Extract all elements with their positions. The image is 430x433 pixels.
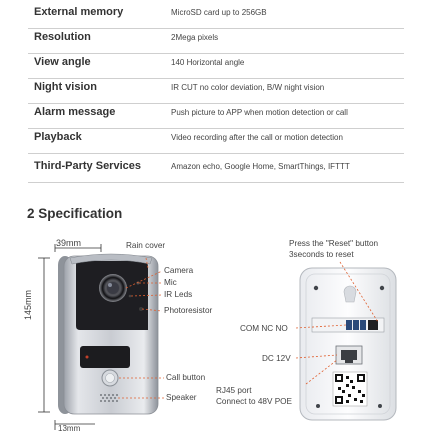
front-leader-lines bbox=[118, 257, 164, 399]
spec-row: Alarm message Push picture to APP when m… bbox=[28, 103, 404, 129]
spec-value: IR CUT no color deviation, B/W night vis… bbox=[171, 83, 325, 92]
call-button-label: Call button bbox=[166, 373, 206, 382]
spec-row: Night vision IR CUT no color deviation, … bbox=[28, 78, 404, 104]
rj45-port-label: RJ45 port bbox=[216, 386, 252, 395]
spec-row: Third-Party Services Amazon echo, Google… bbox=[28, 155, 404, 183]
doorbell-front bbox=[58, 253, 159, 415]
height-dimension: 145mm bbox=[23, 289, 33, 320]
spec-label: Alarm message bbox=[34, 106, 116, 118]
doorbell-back bbox=[299, 267, 397, 421]
spec-row: Resolution 2Mega pixels bbox=[28, 28, 404, 54]
reset-instruction: Press the "Reset" button bbox=[289, 239, 379, 248]
spec-value: 2Mega pixels bbox=[171, 33, 219, 42]
spec-label: Third-Party Services bbox=[34, 160, 141, 172]
spec-value: Amazon echo, Google Home, SmartThings, I… bbox=[171, 162, 350, 171]
depth-dimension: 13mm bbox=[58, 424, 81, 433]
camera-label: Camera bbox=[164, 266, 194, 275]
spec-row: Playback Video recording after the call … bbox=[28, 128, 404, 154]
mic-label: Mic bbox=[164, 278, 177, 287]
spec-label: External memory bbox=[34, 6, 124, 18]
spec-label: View angle bbox=[34, 56, 91, 68]
spec-value: MicroSD card up to 256GB bbox=[171, 8, 267, 17]
ir-leds-label: IR Leds bbox=[164, 290, 193, 299]
dc12v-label: DC 12V bbox=[262, 354, 291, 363]
speaker-label: Speaker bbox=[166, 393, 197, 402]
width-dimension: 39mm bbox=[56, 238, 82, 248]
rain-cover-label: Rain cover bbox=[126, 241, 166, 250]
reset-duration: 3seconds to reset bbox=[289, 250, 354, 259]
spec-label: Night vision bbox=[34, 81, 97, 93]
back-leader-lines bbox=[295, 261, 379, 385]
spec-value: Video recording after the call or motion… bbox=[171, 133, 343, 142]
spec-row: External memory MicroSD card up to 256GB bbox=[28, 3, 404, 29]
photoresistor-label: Photoresistor bbox=[164, 306, 213, 315]
spec-value: Push picture to APP when motion detectio… bbox=[171, 108, 348, 117]
spec-value: 140 Horizontal angle bbox=[171, 58, 245, 67]
spec-label: Playback bbox=[34, 131, 82, 143]
section-title: 2 Specification bbox=[27, 206, 123, 221]
spec-row: View angle 140 Horizontal angle bbox=[28, 53, 404, 79]
poe-label: Connect to 48V POE bbox=[216, 397, 293, 406]
com-nc-no-label: COM NC NO bbox=[240, 324, 288, 333]
dimension-lines bbox=[38, 244, 102, 430]
spec-label: Resolution bbox=[34, 31, 91, 43]
